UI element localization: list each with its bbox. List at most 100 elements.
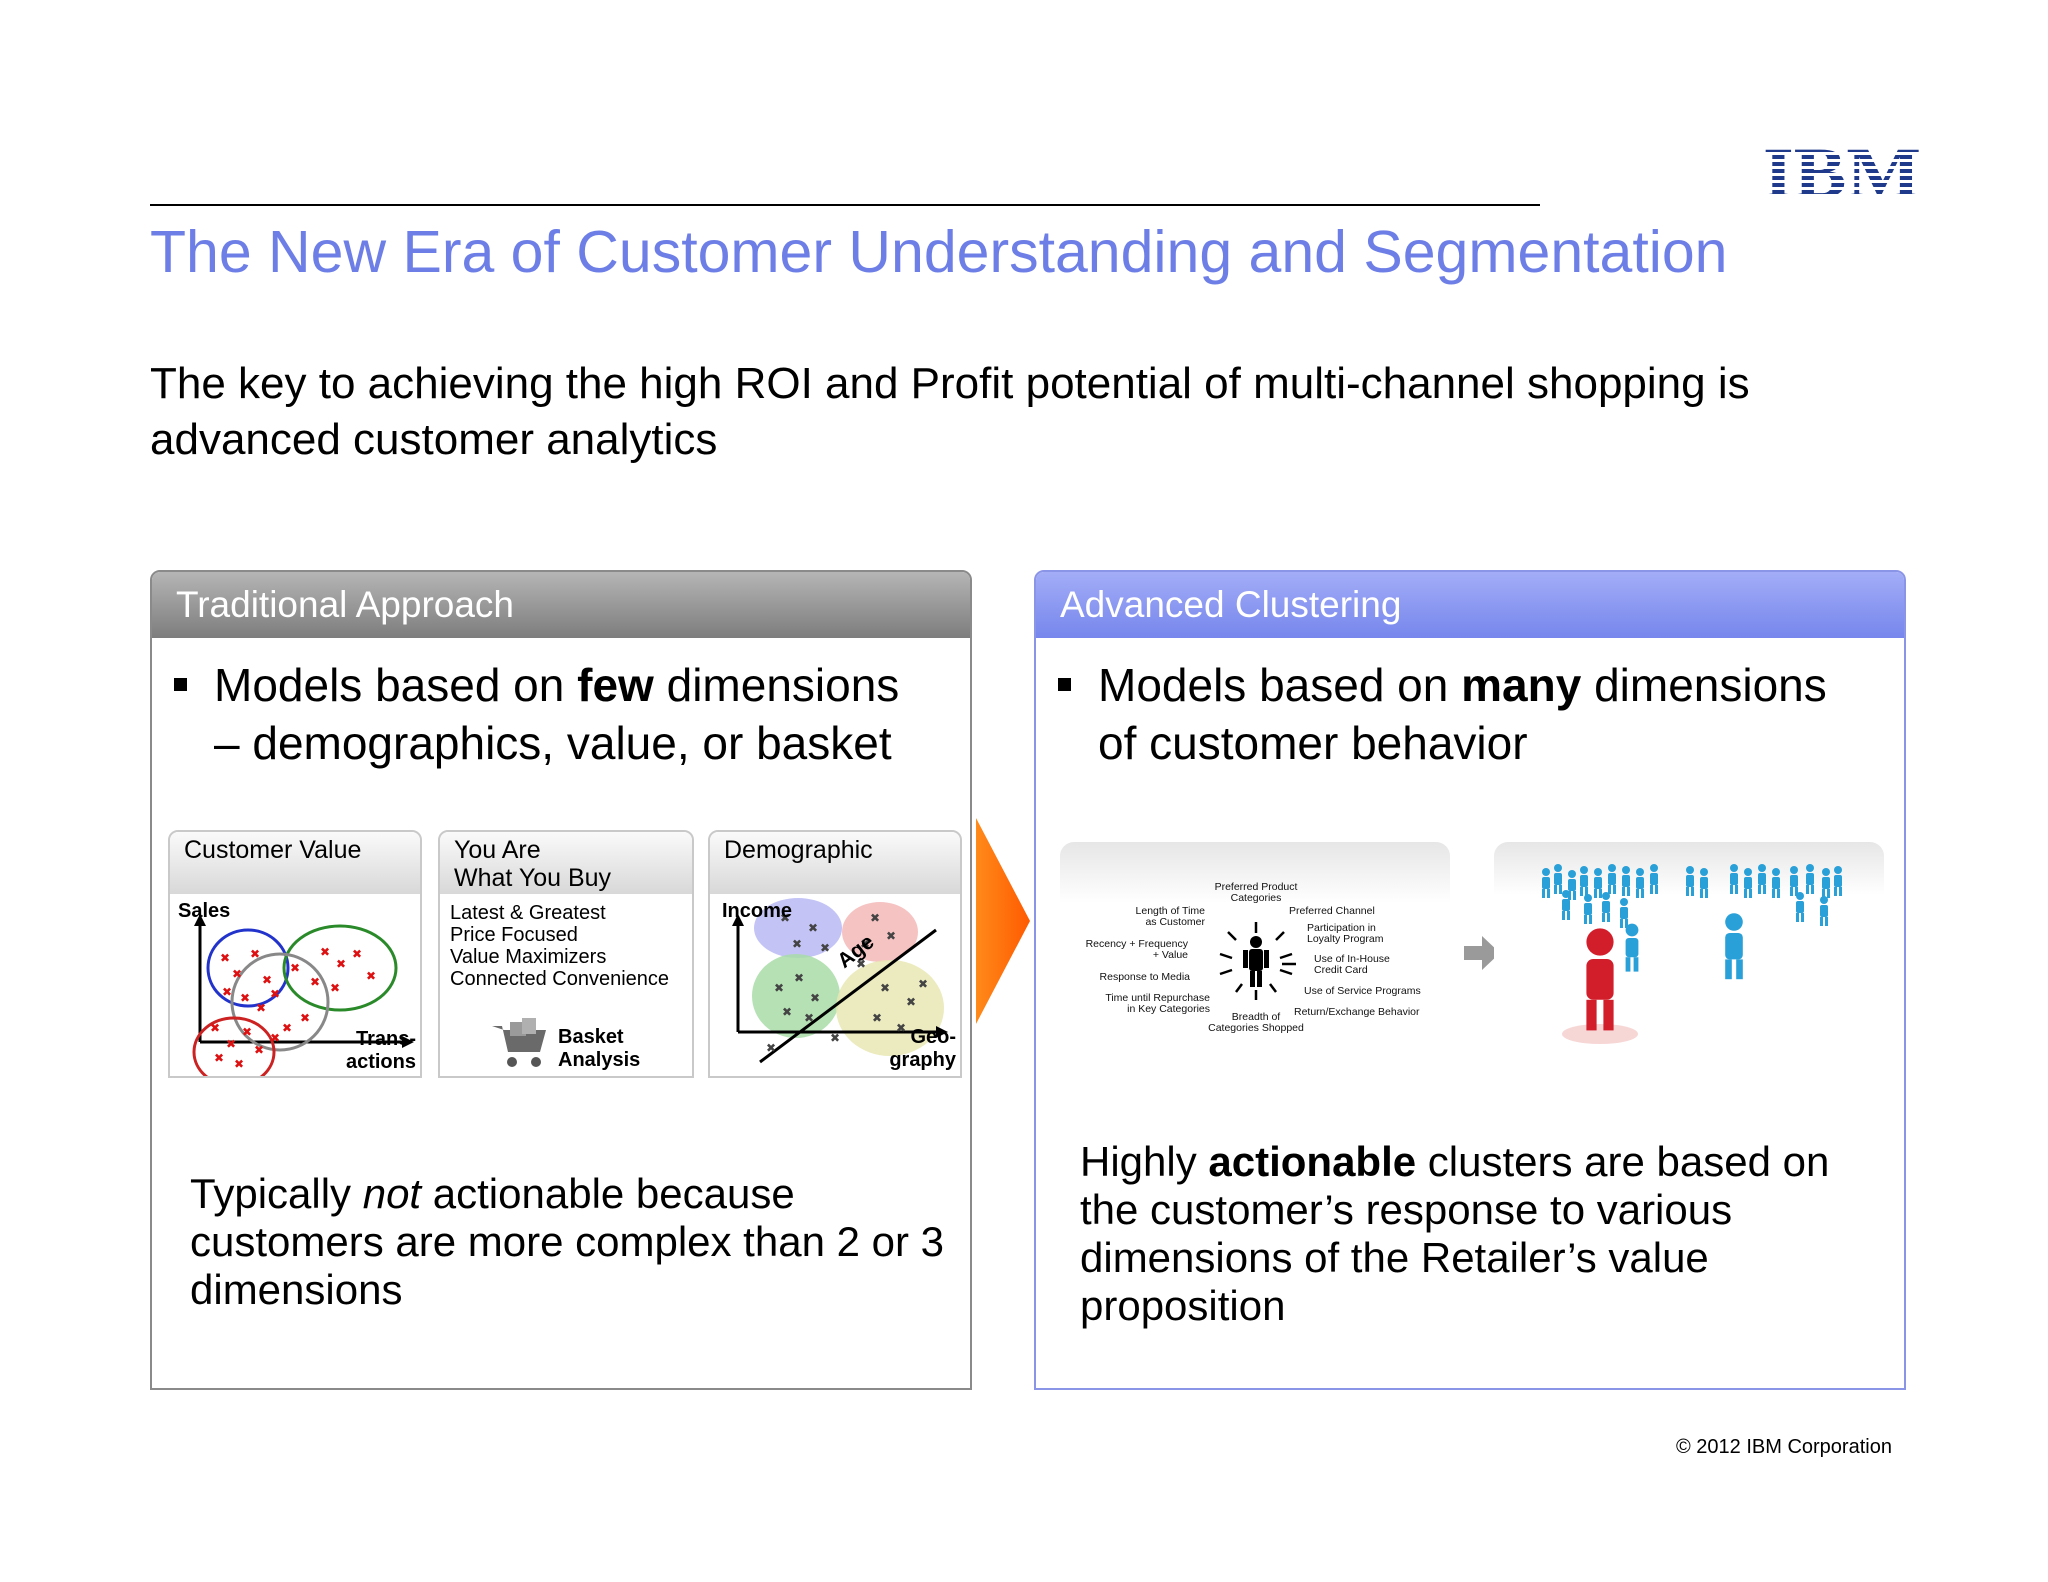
- dim-label: Credit Card: [1314, 964, 1368, 976]
- dim-label: Breadth of: [1232, 1011, 1281, 1023]
- dim-label: Preferred Product: [1215, 881, 1298, 893]
- copyright: © 2012 IBM Corporation: [1676, 1436, 1892, 1458]
- basket-label-1: Basket: [558, 1026, 624, 1048]
- svg-text:✖: ✖: [282, 1021, 292, 1035]
- svg-text:✖: ✖: [856, 957, 866, 971]
- customer-value-chart: Customer Value Sales ✖✖✖✖ ✖✖✖✖ ✖✖✖✖ ✖✖✖✖…: [168, 830, 422, 1078]
- sales-axis-label: Sales: [178, 900, 231, 922]
- dim-label: Recency + Frequency: [1086, 938, 1189, 950]
- traditional-approach-header: Traditional Approach: [152, 572, 970, 638]
- svg-text:✖: ✖: [820, 941, 830, 955]
- svg-text:✖: ✖: [336, 957, 346, 971]
- you-are-what-you-buy-chart: You Are What You Buy Latest & Greatest P…: [438, 830, 694, 1078]
- ibm-logo: IBM: [1762, 142, 1922, 202]
- dim-label: Categories: [1231, 892, 1282, 904]
- advanced-note: Highly actionable clusters are based on …: [1080, 1138, 1892, 1330]
- bullet-post: dimensions: [1581, 659, 1827, 711]
- you-are-title-1: You Are: [454, 836, 541, 864]
- bullet-pre: Models based on: [214, 659, 578, 711]
- ibm-logo-text: IBM: [1763, 142, 1921, 202]
- svg-text:✖: ✖: [250, 947, 260, 961]
- demographic-title: Demographic: [710, 832, 960, 894]
- basket-analysis-label: Basket Analysis: [558, 1026, 640, 1072]
- page-title: The New Era of Customer Understanding an…: [150, 219, 1728, 285]
- bullet-bold: many: [1461, 659, 1582, 711]
- bullet-bold: few: [577, 659, 654, 711]
- bullet-square-icon: [1058, 678, 1071, 691]
- svg-text:✖: ✖: [232, 967, 242, 981]
- shopping-cart-icon: [492, 1018, 546, 1067]
- dim-label: Loyalty Program: [1307, 933, 1384, 945]
- svg-text:✖: ✖: [310, 975, 320, 989]
- svg-text:✖: ✖: [270, 987, 280, 1001]
- segment-item: Value Maximizers: [450, 946, 607, 968]
- svg-text:✖: ✖: [220, 951, 230, 965]
- svg-text:✖: ✖: [330, 981, 340, 995]
- svg-text:✖: ✖: [290, 961, 300, 975]
- dim-label: in Key Categories: [1127, 1003, 1210, 1015]
- subtitle: The key to achieving the high ROI and Pr…: [150, 359, 1750, 464]
- traditional-approach-panel: Traditional Approach Models based on few…: [150, 570, 972, 1390]
- svg-text:✖: ✖: [352, 947, 362, 961]
- svg-text:✖: ✖: [256, 1001, 266, 1015]
- advanced-bullet-text: Models based on many dimensions of custo…: [1098, 656, 1827, 772]
- dim-label: Length of Time: [1136, 905, 1206, 917]
- segment-item: Price Focused: [450, 924, 578, 946]
- note-italic: not: [362, 1170, 422, 1217]
- svg-text:✖: ✖: [860, 937, 870, 951]
- dim-label: Use of Service Programs: [1304, 985, 1421, 997]
- demographic-plot: ✖✖✖✖ ✖✖✖ ✖✖✖✖✖ ✖✖✖✖✖ ✖✖✖: [732, 898, 948, 1064]
- svg-text:✖: ✖: [226, 1037, 236, 1051]
- traditional-note: Typically not actionable because custome…: [190, 1170, 960, 1314]
- orange-arrow-icon: [976, 818, 1030, 1024]
- svg-text:✖: ✖: [234, 1057, 244, 1071]
- gray-arrow-icon: [1464, 936, 1500, 970]
- svg-text:✖: ✖: [792, 937, 802, 951]
- customer-value-title: Customer Value: [170, 832, 420, 894]
- svg-text:✖: ✖: [830, 1031, 840, 1045]
- svg-text:✖: ✖: [240, 991, 250, 1005]
- demographic-chart: Demographic ✖✖✖✖ ✖✖✖ ✖✖✖✖✖ ✖✖✖✖✖ ✖✖✖ Inc…: [708, 830, 962, 1078]
- top-rule: [150, 204, 1540, 206]
- svg-text:✖: ✖: [774, 981, 784, 995]
- bullet-line2: – demographics, value, or basket: [214, 717, 892, 769]
- transactions-axis-label: Trans- actions: [342, 1028, 416, 1074]
- svg-text:✖: ✖: [300, 1011, 310, 1025]
- note-post: clusters are based on the customer’s res…: [1080, 1138, 1830, 1329]
- note-pre: Highly: [1080, 1138, 1209, 1185]
- svg-text:✖: ✖: [896, 1021, 906, 1035]
- svg-text:✖: ✖: [242, 1025, 252, 1039]
- geography-label-2: graphy: [889, 1049, 956, 1071]
- svg-text:✖: ✖: [254, 1043, 264, 1057]
- svg-text:✖: ✖: [766, 1041, 776, 1055]
- dim-label: as Customer: [1145, 916, 1205, 928]
- customer-dimensions-diagram: Preferred Product Categories Length of T…: [1060, 842, 1450, 1047]
- note-bold: actionable: [1208, 1138, 1417, 1185]
- bullet-line2: of customer behavior: [1098, 717, 1528, 769]
- svg-text:✖: ✖: [906, 995, 916, 1009]
- svg-text:✖: ✖: [870, 911, 880, 925]
- you-are-what-you-buy-title: You Are What You Buy: [440, 832, 692, 894]
- dim-label: Time until Repurchase: [1105, 992, 1210, 1004]
- note-pre: Typically: [190, 1170, 363, 1217]
- dim-label: Categories Shopped: [1208, 1022, 1304, 1034]
- you-are-title-2: What You Buy: [454, 864, 612, 892]
- transactions-label-1: Trans-: [355, 1028, 416, 1050]
- svg-text:✖: ✖: [214, 1051, 224, 1065]
- transactions-label-2: actions: [345, 1051, 416, 1073]
- segment-item: Latest & Greatest: [450, 902, 606, 924]
- note-post: actionable because customers are more co…: [190, 1170, 944, 1313]
- svg-text:✖: ✖: [780, 911, 790, 925]
- bullet-square-icon: [174, 678, 187, 691]
- dim-label: Use of In-House: [1314, 953, 1390, 965]
- svg-text:✖: ✖: [886, 929, 896, 943]
- svg-text:✖: ✖: [810, 991, 820, 1005]
- customer-value-plot: ✖✖✖✖ ✖✖✖✖ ✖✖✖✖ ✖✖✖✖ ✖✖✖✖ ✖✖✖✖: [192, 914, 414, 1076]
- geography-label-1: Geo-: [910, 1026, 956, 1048]
- svg-text:✖: ✖: [808, 921, 818, 935]
- svg-text:✖: ✖: [794, 971, 804, 985]
- dim-label: Return/Exchange Behavior: [1294, 1006, 1420, 1018]
- traditional-bullet-text: Models based on few dimensions – demogra…: [214, 656, 899, 772]
- svg-text:✖: ✖: [918, 977, 928, 991]
- svg-text:✖: ✖: [366, 969, 376, 983]
